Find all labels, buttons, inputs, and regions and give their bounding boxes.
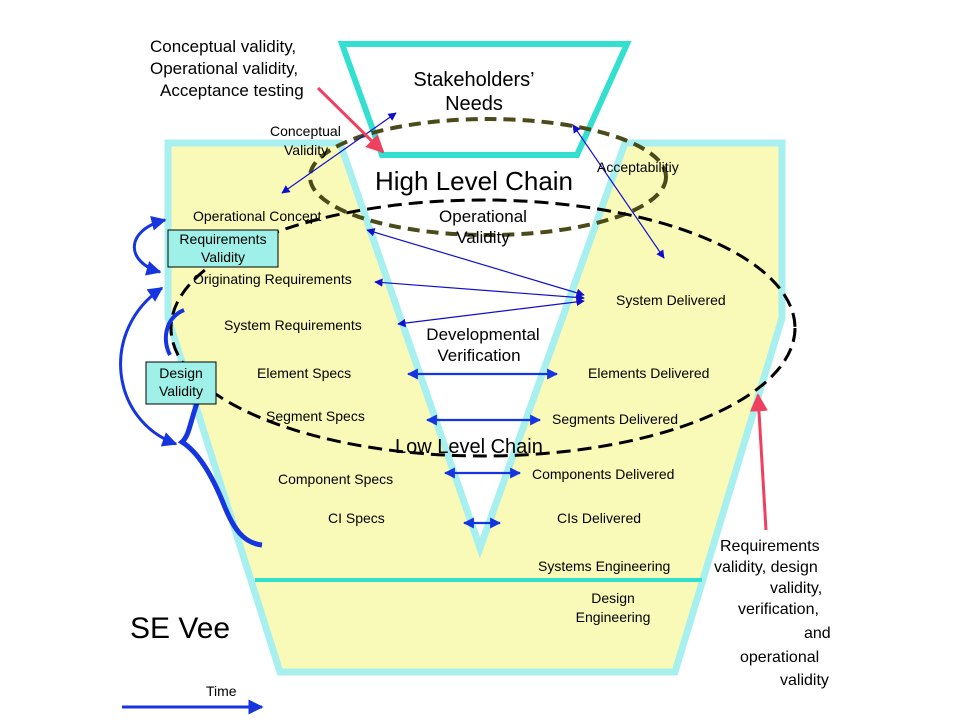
requirements-validity-line2: Validity	[201, 249, 245, 265]
requirements-validity-line1: Requirements	[179, 231, 266, 247]
segment-specs-label: Segment Specs	[266, 408, 365, 424]
system-delivered-label: System Delivered	[616, 292, 726, 308]
bottom-note-line1: Requirements	[720, 538, 820, 555]
bottom-note-line6: operational	[740, 649, 819, 666]
big-brace	[177, 394, 263, 548]
operational-concept-label: Operational Concept	[193, 208, 322, 224]
components-delivered-label: Components Delivered	[532, 466, 674, 482]
conceptual-validity-line1: Conceptual	[270, 123, 341, 139]
ci-specs-label: CI Specs	[328, 510, 385, 526]
inner-vee-left-edge	[339, 142, 481, 549]
originating-requirements-label: Originating Requirements	[193, 271, 352, 287]
system-requirements-label: System Requirements	[224, 317, 362, 333]
system-requirements-arrow	[397, 297, 585, 328]
se-vee-title: SE Vee	[130, 612, 230, 645]
top-note-line3: Acceptance testing	[160, 81, 304, 100]
bottom-note-line7: validity	[780, 672, 829, 689]
acceptability-label: Acceptabilitiy	[597, 159, 679, 175]
element-specs-label: Element Specs	[257, 365, 351, 381]
elements-delivered-label: Elements Delivered	[588, 365, 709, 381]
top-note-pointer-arrow	[316, 86, 385, 154]
stakeholders-needs-line2: Needs	[445, 93, 503, 115]
bottom-note-line4: verification,	[738, 601, 819, 618]
conceptual-validity-arrow	[281, 112, 397, 194]
component-specs-label: Component Specs	[278, 471, 393, 487]
originating-requirements-arrow	[374, 278, 585, 302]
bottom-note-pointer-arrow	[749, 393, 768, 531]
time-label: Time	[206, 683, 237, 699]
design-validity-line1: Design	[159, 365, 203, 381]
stakeholders-needs-line1: Stakeholders’	[413, 69, 534, 91]
design-engineering-line2: Engineering	[576, 609, 651, 625]
top-note-line1: Conceptual validity,	[150, 37, 296, 56]
cis-delivered-label: CIs Delivered	[557, 510, 641, 526]
bottom-note-line2: validity, design	[714, 559, 818, 576]
acceptability-arrow	[572, 124, 665, 259]
operational-validity-line2: Validity	[456, 228, 510, 247]
design-engineering-line1: Design	[591, 590, 635, 606]
top-note-line2: Operational validity,	[150, 59, 298, 78]
conceptual-validity-line2: Validity	[284, 142, 328, 158]
requirements-validity-box	[167, 229, 279, 268]
design-validity-curve-arrow	[119, 286, 178, 447]
requirements-validity-curve-arrow	[132, 216, 167, 276]
developmental-verification-line1: Developmental	[426, 325, 539, 344]
design-validity-box	[145, 361, 217, 405]
bottom-note-line5: and	[804, 625, 831, 642]
small-bracket	[163, 308, 185, 356]
bottom-note-line3: validity,	[770, 580, 822, 597]
segments-delivered-label: Segments Delivered	[552, 411, 678, 427]
low-level-chain-label: Low Level Chain	[395, 436, 543, 458]
design-validity-line2: Validity	[159, 383, 203, 399]
high-level-chain-label: High Level Chain	[375, 166, 573, 196]
developmental-verification-line2: Verification	[437, 346, 520, 365]
systems-engineering-label: Systems Engineering	[538, 558, 670, 574]
operational-validity-line1: Operational	[439, 207, 527, 226]
